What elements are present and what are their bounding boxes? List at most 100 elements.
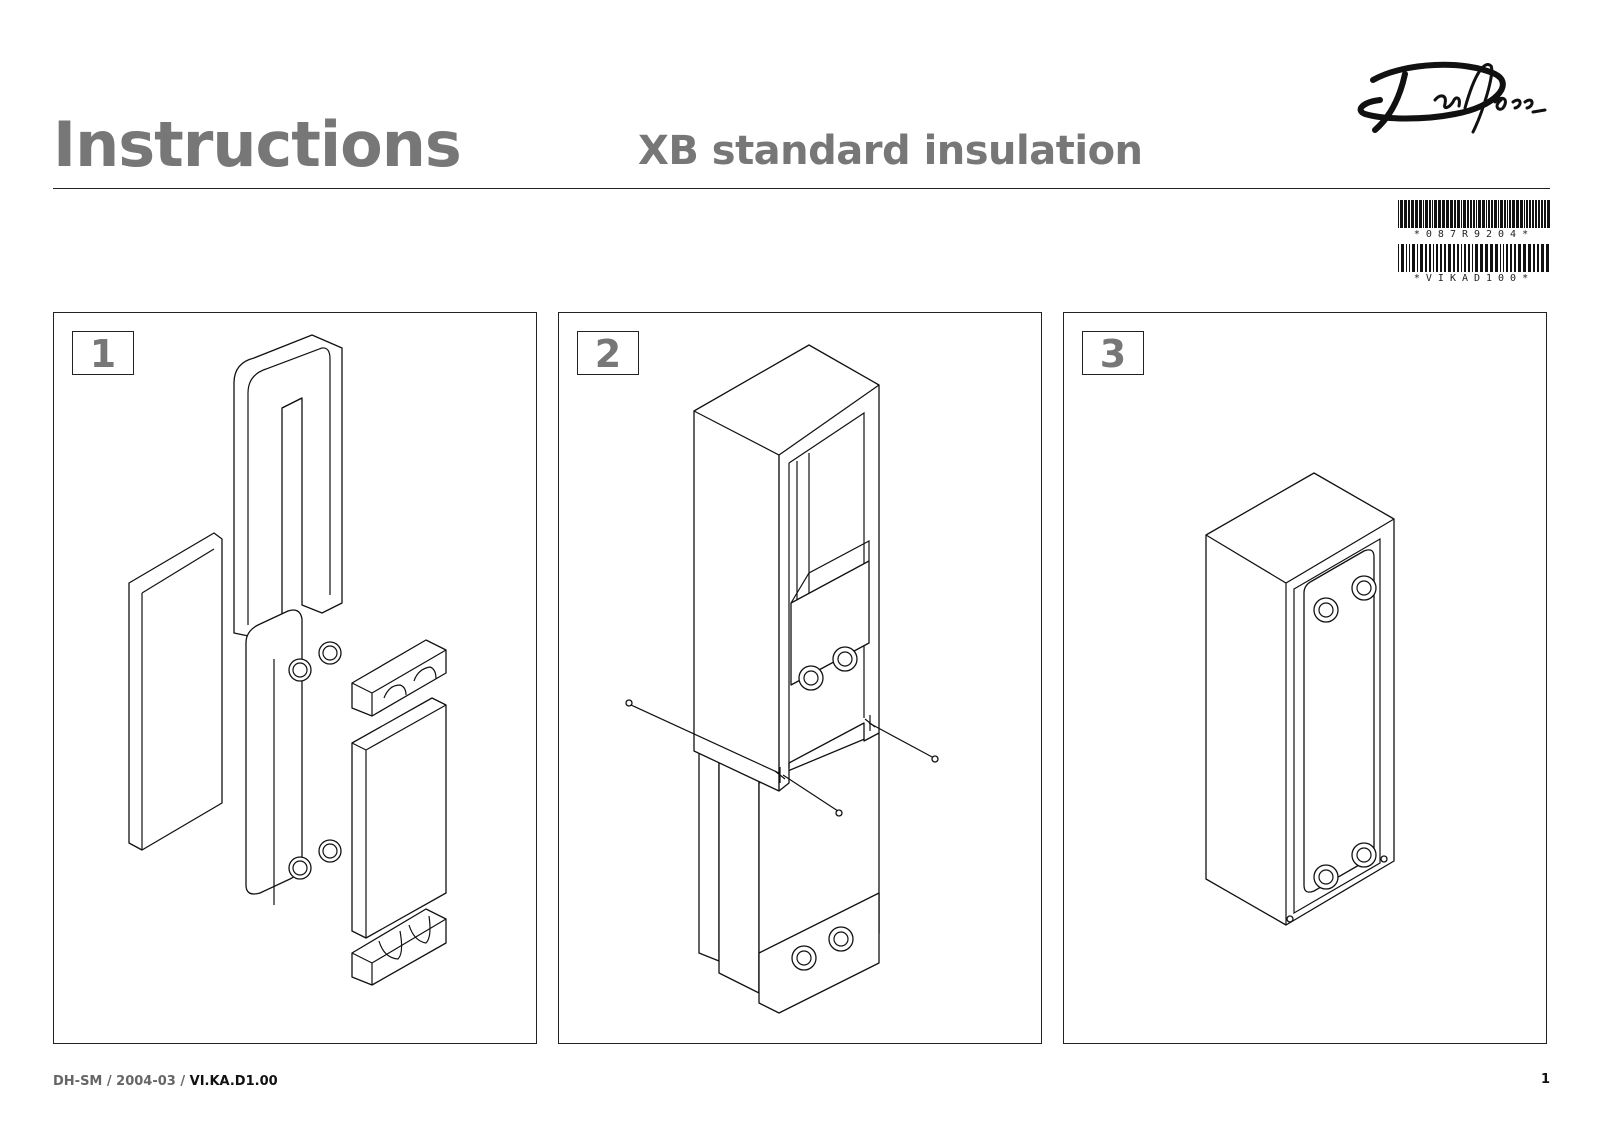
barcode-bar	[1453, 244, 1455, 272]
barcode-2-text: *VIKAD100*	[1413, 273, 1535, 284]
barcode-bar	[1529, 200, 1531, 228]
barcode-bar	[1398, 200, 1399, 228]
barcode-bar	[1461, 200, 1462, 228]
barcode-1-text: *087R9204*	[1413, 229, 1535, 240]
barcode-bar	[1473, 200, 1475, 228]
barcode-bar	[1412, 244, 1415, 272]
barcode-bar	[1472, 244, 1473, 272]
barcode-1: *087R9204*	[1398, 200, 1550, 240]
barcode-bar	[1400, 200, 1403, 228]
barcode-bar	[1520, 200, 1523, 228]
barcode-bar	[1518, 244, 1521, 272]
barcode-bar	[1528, 244, 1531, 272]
barcode-bar	[1538, 200, 1540, 228]
barcode-bar	[1468, 244, 1470, 272]
step-1-panel: 1	[53, 312, 537, 1044]
step-1-number: 1	[72, 331, 134, 376]
barcode-bar	[1537, 244, 1539, 272]
barcode-bar	[1406, 244, 1407, 272]
barcode-bar	[1425, 244, 1427, 272]
barcode-bar	[1514, 244, 1516, 272]
barcode-bar	[1417, 244, 1418, 272]
barcode-bar	[1434, 200, 1437, 228]
barcode-bar	[1440, 244, 1442, 272]
barcode-bar	[1463, 200, 1466, 228]
barcode-bar	[1398, 244, 1399, 272]
header-rule	[53, 188, 1550, 189]
barcode-bar	[1485, 244, 1488, 272]
barcode-bar	[1535, 200, 1537, 228]
barcode-bar	[1482, 200, 1485, 228]
page-subtitle: XB standard insulation	[638, 128, 1143, 174]
barcode-bar	[1457, 200, 1460, 228]
barcode-bar	[1486, 200, 1487, 228]
barcode-bar	[1547, 200, 1550, 228]
barcode-bar	[1461, 244, 1462, 272]
barcode-2: *VIKAD100*	[1398, 244, 1550, 284]
barcode-bar	[1448, 244, 1451, 272]
barcode-bar	[1408, 200, 1410, 228]
barcode-bar	[1500, 200, 1503, 228]
danfoss-logo	[1345, 52, 1550, 136]
page-title: Instructions	[53, 108, 462, 181]
step-2-panel: 2	[558, 312, 1042, 1044]
barcode-bar	[1478, 200, 1481, 228]
page-number: 1	[1540, 1072, 1550, 1087]
barcode-bar	[1526, 200, 1528, 228]
barcode-bar	[1504, 200, 1506, 228]
barcode-bar	[1506, 244, 1508, 272]
barcode-bar	[1432, 200, 1433, 228]
barcode-bar	[1544, 200, 1546, 228]
barcode-bar	[1546, 244, 1549, 272]
footer-document-code: DH-SM / 2004-03 / VI.KA.D1.00	[53, 1074, 278, 1089]
barcode-bar	[1446, 200, 1449, 228]
footer-code: VI.KA.D1.00	[189, 1074, 278, 1089]
barcode-bar	[1420, 244, 1423, 272]
barcode-bar	[1541, 200, 1543, 228]
footer-prefix: DH-SM / 2004-03 /	[53, 1074, 190, 1089]
barcode-bar	[1488, 200, 1490, 228]
barcode-bar	[1490, 244, 1493, 272]
step-2-illustration	[625, 344, 939, 1014]
barcode-bar	[1464, 244, 1466, 272]
barcode-bar	[1498, 200, 1499, 228]
barcode-bar	[1512, 200, 1515, 228]
step-3-panel: 3	[1063, 312, 1547, 1044]
port-top-left	[288, 658, 312, 682]
barcode-bar	[1467, 200, 1469, 228]
step-2-number: 2	[577, 331, 639, 376]
barcode-bar	[1419, 200, 1422, 228]
barcode-bar	[1423, 200, 1424, 228]
barcode-bar	[1503, 244, 1504, 272]
barcode-bar	[1404, 200, 1407, 228]
barcode-bar	[1541, 244, 1544, 272]
barcode-bar	[1532, 200, 1534, 228]
barcode-bar	[1495, 244, 1498, 272]
barcode-bar	[1523, 244, 1526, 272]
barcode-bar	[1450, 200, 1453, 228]
barcode-bar	[1433, 244, 1434, 272]
barcode-bar	[1429, 200, 1431, 228]
barcode-bar	[1476, 200, 1477, 228]
barcode-bar	[1444, 244, 1446, 272]
barcode-bar	[1516, 200, 1519, 228]
step-3-number: 3	[1082, 331, 1144, 376]
barcode-bar	[1442, 200, 1445, 228]
barcode-bar	[1470, 200, 1472, 228]
barcode-bar	[1509, 200, 1511, 228]
barcode-bar	[1436, 244, 1438, 272]
step-1-illustration	[128, 334, 447, 986]
barcode-bar	[1457, 244, 1459, 272]
barcode-bar	[1480, 244, 1483, 272]
barcode-bar	[1415, 200, 1418, 228]
barcode-bar	[1475, 244, 1478, 272]
barcode-bar	[1401, 244, 1404, 272]
barcode-bar	[1507, 200, 1508, 228]
barcode-bar	[1510, 244, 1512, 272]
barcode-bar	[1454, 200, 1456, 228]
barcode-bar	[1411, 200, 1414, 228]
barcode-bar	[1500, 244, 1501, 272]
barcode-bar	[1425, 200, 1428, 228]
barcode-bar	[1409, 244, 1410, 272]
barcode-bar	[1494, 200, 1497, 228]
